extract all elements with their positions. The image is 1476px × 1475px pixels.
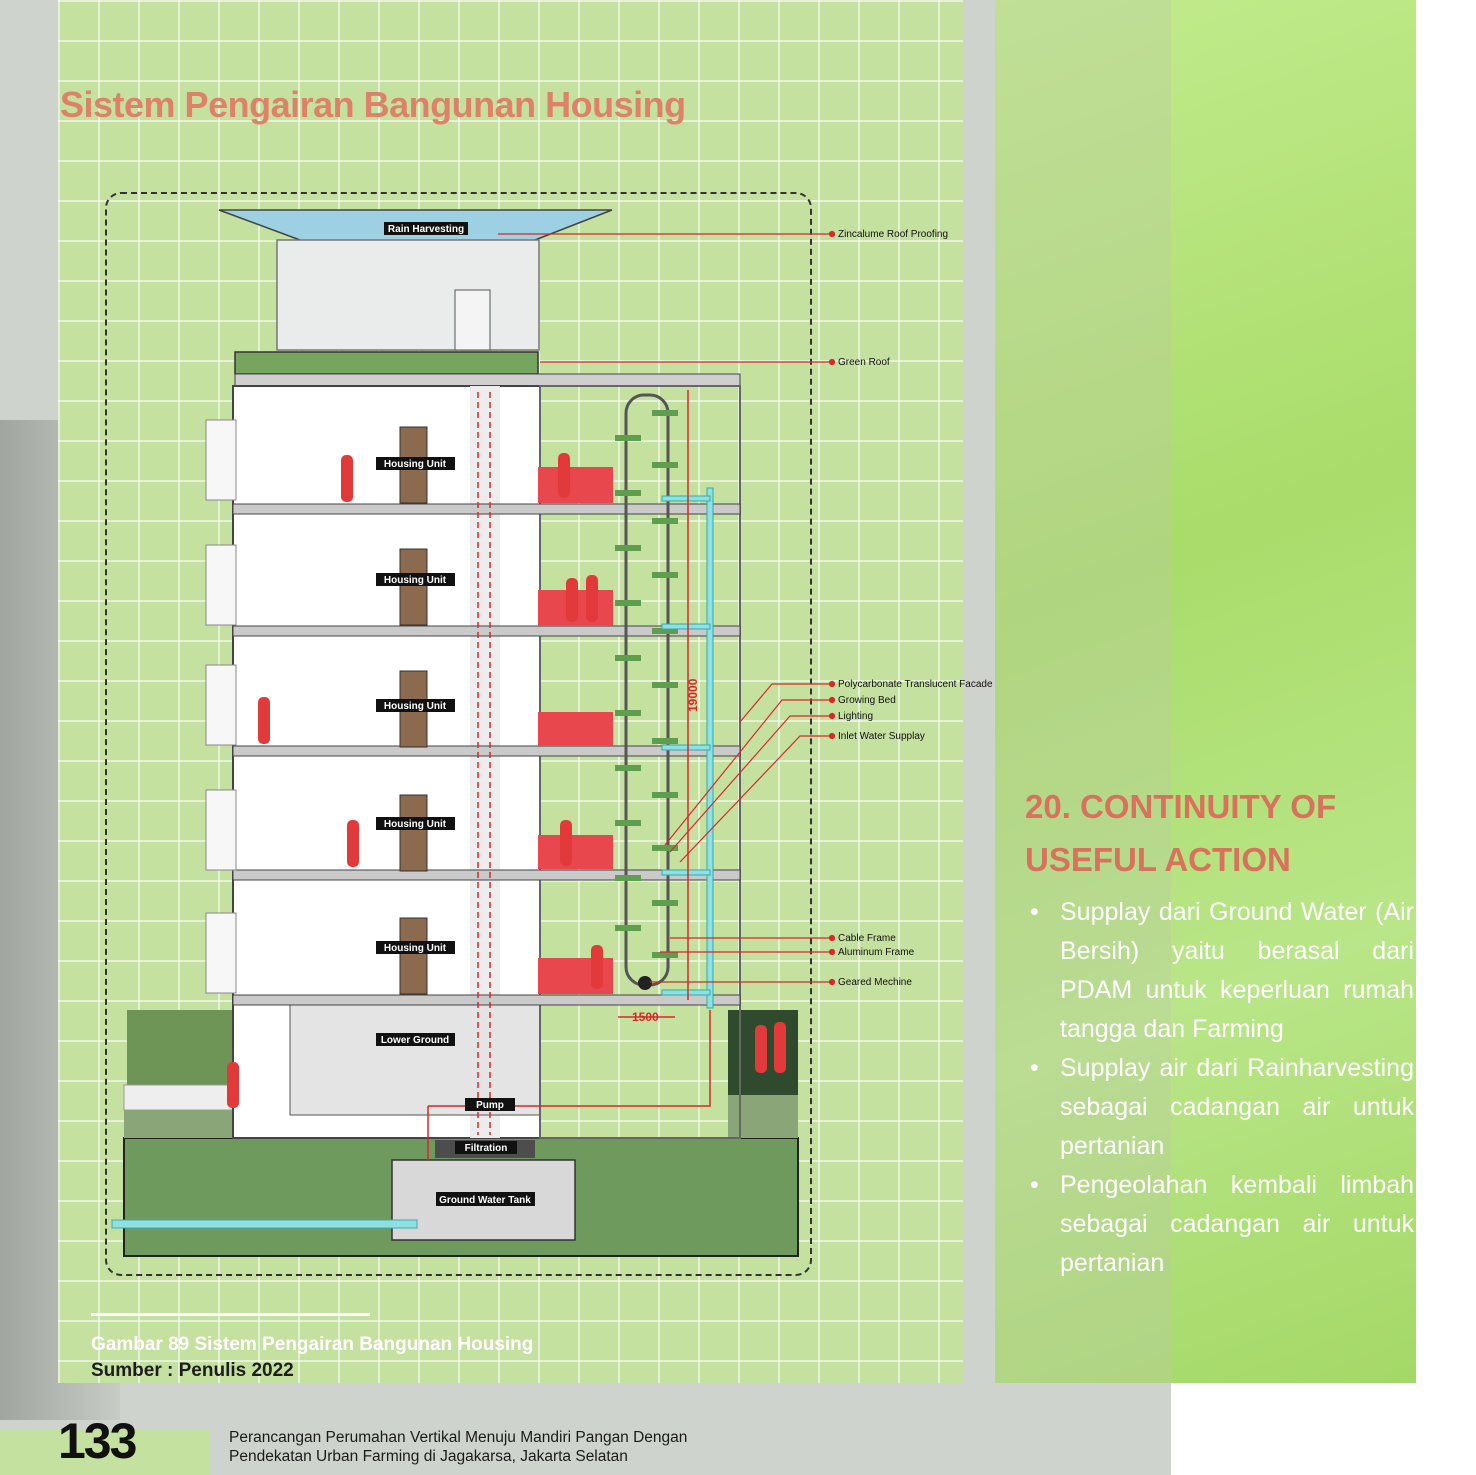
water-flow-lines (427, 392, 711, 1160)
caption-divider (91, 1313, 370, 1316)
dimension-lines (618, 390, 689, 1018)
drawing-frame (105, 192, 812, 1276)
bullet-item: Supplay air dari Rainharvesting sebagai … (1030, 1049, 1414, 1166)
roof-penthouse (276, 239, 540, 351)
callout-green-roof: Green Roof (838, 357, 890, 368)
roof-slab (234, 373, 741, 387)
callout-leaders (498, 230, 836, 986)
filtration-label: Filtration (465, 1143, 508, 1154)
left-balconies (205, 419, 237, 994)
footer-line-2: Pendekatan Urban Farming di Jagakarsa, J… (229, 1448, 628, 1465)
page-title: Sistem Pengairan Bangunan Housing (60, 84, 686, 125)
lower-ground-label: Lower Ground (381, 1035, 449, 1046)
footer-accent (0, 1430, 209, 1475)
inlet-water-pipe (661, 487, 714, 1009)
footer-line-1: Perancangan Perumahan Vertikal Menuju Ma… (229, 1429, 688, 1446)
section-bullets: Supplay dari Ground Water (Air Bersih) y… (1030, 893, 1414, 1283)
callout-growing-bed: Growing Bed (838, 695, 896, 706)
callout-polycarbonate: Polycarbonate Translucent Facade (838, 679, 993, 690)
farm-tower (539, 385, 741, 1139)
figure-source: Sumber : Penulis 2022 (91, 1360, 294, 1381)
page-number: 133 (58, 1413, 137, 1469)
geared-machine (638, 976, 652, 990)
dimension-height-text: 19000 (686, 678, 700, 712)
ground-water-tank-label: Ground Water Tank (439, 1195, 531, 1206)
pump-label: Pump (476, 1100, 504, 1111)
green-roof (234, 351, 539, 375)
people-figures (227, 453, 786, 1108)
diagram-labels: Rain Harvesting Housing Unit Housing Uni… (376, 222, 535, 1206)
callout-cable-frame: Cable Frame (838, 933, 896, 944)
bullet-item: Supplay dari Ground Water (Air Bersih) y… (1030, 893, 1414, 1049)
lower-ground-space (289, 1004, 541, 1116)
section-heading: 20. CONTINUITY OF USEFUL ACTION (1025, 788, 1337, 878)
housing-unit-label: Housing Unit (384, 459, 447, 470)
housing-unit-label: Housing Unit (384, 701, 447, 712)
rain-harvesting-label: Rain Harvesting (388, 224, 464, 235)
callout-aluminum-frame: Aluminum Frame (838, 947, 915, 958)
outlet-pipe (111, 1219, 418, 1229)
housing-unit-label: Housing Unit (384, 943, 447, 954)
dimension-width-text: 1500 (632, 1010, 659, 1024)
footer-title: Perancangan Perumahan Vertikal Menuju Ma… (229, 1428, 687, 1466)
callout-inlet-water: Inlet Water Supplay (838, 731, 925, 742)
housing-unit-label: Housing Unit (384, 819, 447, 830)
right-lawn (728, 1095, 798, 1138)
figure-caption: Gambar 89 Sistem Pengairan Bangunan Hous… (91, 1334, 534, 1355)
housing-unit-label: Housing Unit (384, 575, 447, 586)
callout-geared-machine: Geared Mechine (838, 977, 912, 988)
callout-zincalume: Zincalume Roof Proofing (838, 229, 948, 240)
callout-texts: Zincalume Roof Proofing Green Roof Polyc… (838, 229, 993, 988)
growing-beds (615, 410, 678, 958)
red-balconies (538, 467, 613, 994)
farming-conveyor (624, 393, 670, 987)
roof-stair-door (454, 289, 491, 351)
bullet-item: Pengeolahan kembali limbah sebagai cadan… (1030, 1166, 1414, 1283)
floor-slabs (232, 503, 741, 1006)
callout-lighting: Lighting (838, 711, 873, 722)
